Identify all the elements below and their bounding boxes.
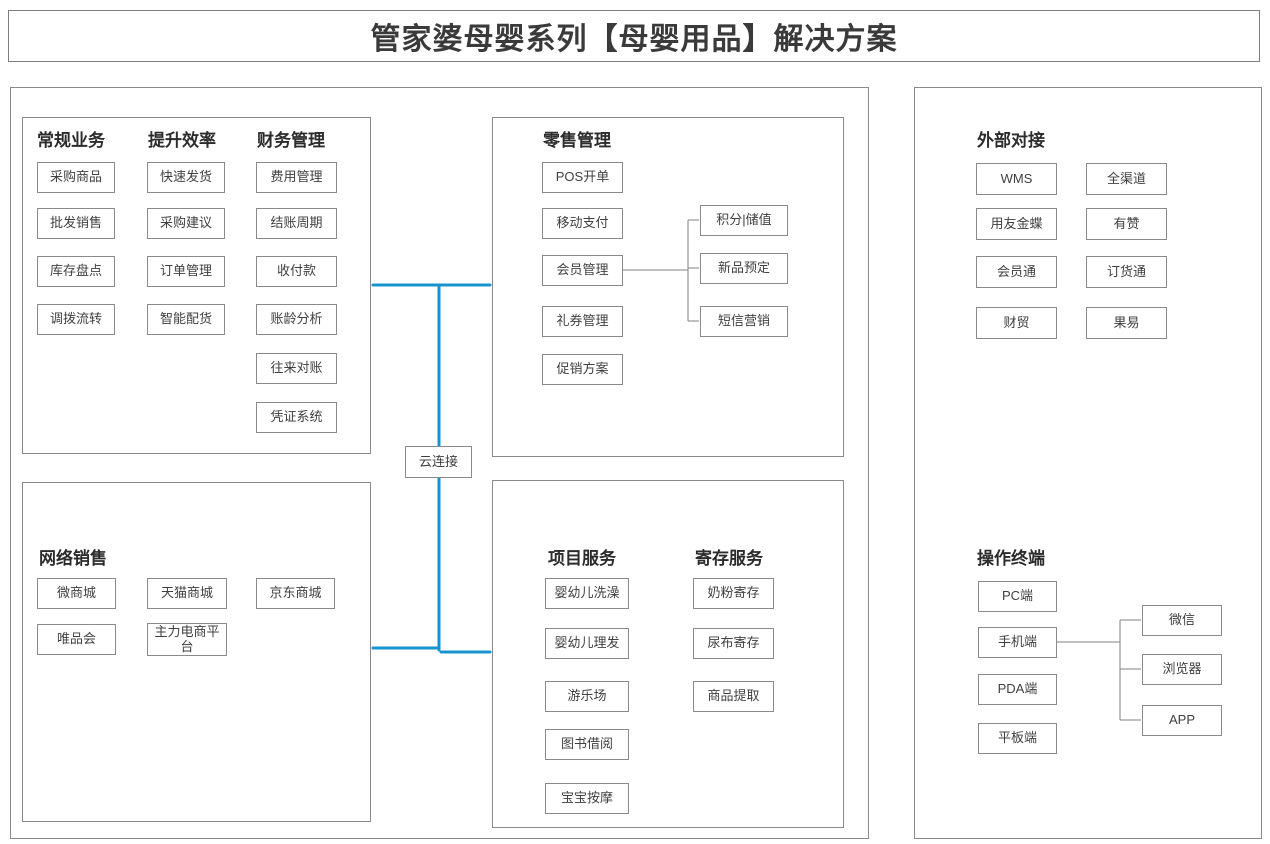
section-title-online-sales: 网络销售 [39,549,107,568]
node-online-4: 主力电商平台 [147,623,227,656]
section-title-finance: 财务管理 [257,131,325,150]
node-finance-3: 账龄分析 [256,304,337,335]
section-title-retail: 零售管理 [543,131,611,150]
node-external-3: 有赞 [1086,208,1167,240]
node-project-3: 图书借阅 [545,729,629,760]
node-retail-2: 会员管理 [542,255,623,286]
node-external-4: 会员通 [976,256,1057,288]
node-efficiency-1: 采购建议 [147,208,225,239]
node-project-1: 婴幼儿理发 [545,628,629,659]
node-retail-0: POS开单 [542,162,623,193]
node-member-sub-0: 积分|储值 [700,205,788,236]
node-online-1: 天猫商城 [147,578,227,609]
node-deposit-1: 尿布寄存 [693,628,774,659]
node-online-2: 京东商城 [256,578,335,609]
node-project-2: 游乐场 [545,681,629,712]
node-business-1: 批发销售 [37,208,115,239]
section-title-project-services: 项目服务 [548,549,616,568]
node-terminal-2: PDA端 [978,674,1057,705]
node-business-2: 库存盘点 [37,256,115,287]
section-title-deposit-services: 寄存服务 [695,549,763,568]
node-retail-1: 移动支付 [542,208,623,239]
node-business-3: 调拨流转 [37,304,115,335]
node-terminal-0: PC端 [978,581,1057,612]
node-finance-1: 结账周期 [256,208,337,239]
node-phone-sub-2: APP [1142,705,1222,736]
node-external-7: 果易 [1086,307,1167,339]
node-retail-3: 礼券管理 [542,306,623,337]
node-efficiency-3: 智能配货 [147,304,225,335]
node-external-1: 全渠道 [1086,163,1167,195]
node-online-3: 唯品会 [37,624,116,655]
node-finance-0: 费用管理 [256,162,337,193]
node-online-0: 微商城 [37,578,116,609]
node-finance-4: 往来对账 [256,353,337,384]
node-retail-4: 促销方案 [542,354,623,385]
node-phone-sub-1: 浏览器 [1142,654,1222,685]
node-project-0: 婴幼儿洗澡 [545,578,629,609]
node-terminal-1: 手机端 [978,627,1057,658]
node-external-6: 财贸 [976,307,1057,339]
node-deposit-0: 奶粉寄存 [693,578,774,609]
node-external-0: WMS [976,163,1057,195]
section-title-business: 常规业务 [37,131,105,150]
node-business-0: 采购商品 [37,162,115,193]
section-title-terminals: 操作终端 [977,549,1045,568]
node-external-2: 用友金蝶 [976,208,1057,240]
node-project-4: 宝宝按摩 [545,783,629,814]
node-terminal-3: 平板端 [978,723,1057,754]
node-efficiency-2: 订单管理 [147,256,225,287]
node-external-5: 订货通 [1086,256,1167,288]
node-finance-5: 凭证系统 [256,402,337,433]
cloud-connect-node: 云连接 [405,446,472,478]
page-title: 管家婆母婴系列【母婴用品】解决方案 [8,10,1260,62]
node-phone-sub-0: 微信 [1142,605,1222,636]
node-finance-2: 收付款 [256,256,337,287]
node-member-sub-1: 新品预定 [700,253,788,284]
section-title-efficiency: 提升效率 [148,131,216,150]
node-deposit-2: 商品提取 [693,681,774,712]
node-efficiency-0: 快速发货 [147,162,225,193]
node-member-sub-2: 短信营销 [700,306,788,337]
section-title-external: 外部对接 [977,131,1045,150]
